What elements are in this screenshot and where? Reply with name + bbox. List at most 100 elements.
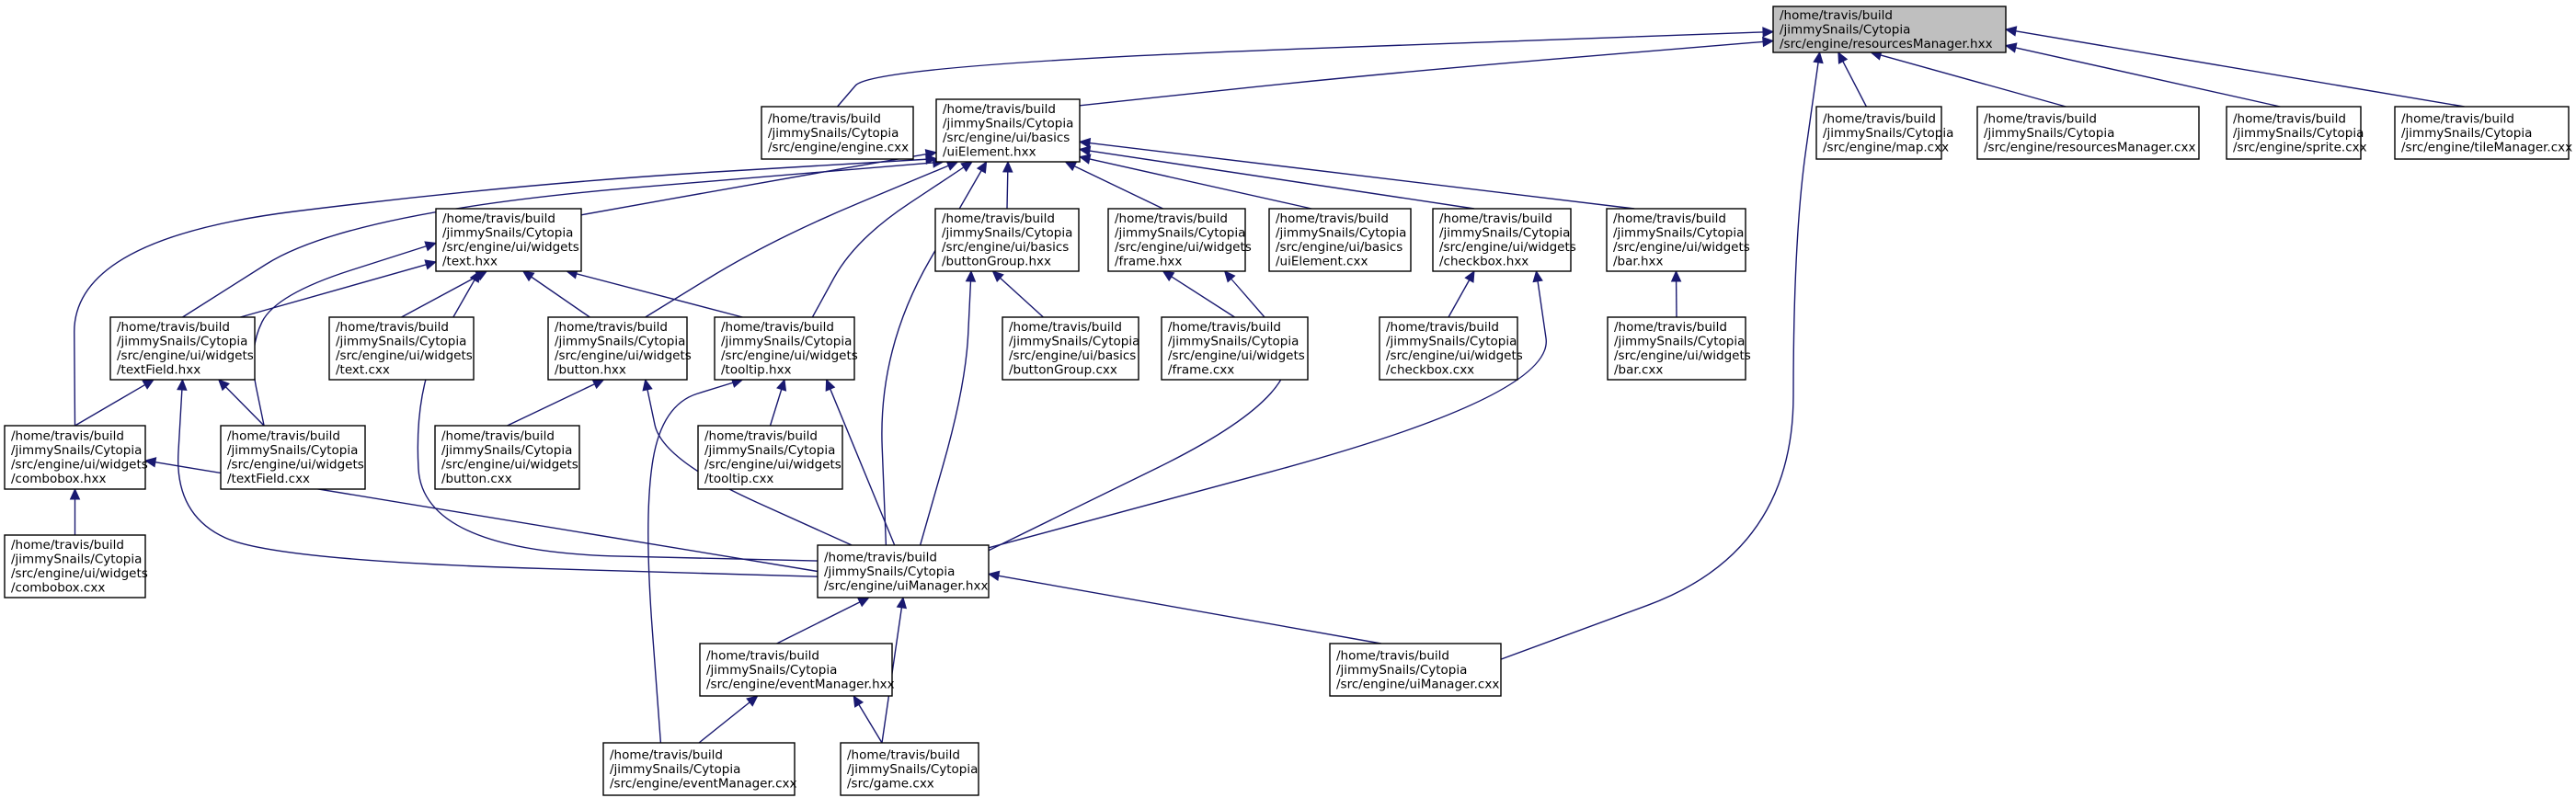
node-label-line: /home/travis/build <box>336 320 449 335</box>
node-label-line: /home/travis/build <box>117 320 230 335</box>
node-uielement-cxx[interactable]: /home/travis/build/jimmySnails/Cytopia/s… <box>1268 208 1412 272</box>
node-text-cxx[interactable]: /home/travis/build/jimmySnails/Cytopia/s… <box>328 316 475 381</box>
arrowhead <box>177 378 188 391</box>
node-resmgr-hxx[interactable]: /home/travis/build/jimmySnails/Cytopia/s… <box>1772 6 2007 53</box>
node-textfield-hxx[interactable]: /home/travis/build/jimmySnails/Cytopia/s… <box>109 316 256 381</box>
edge-combobox_hxx-to-uielement_hxx <box>74 154 938 427</box>
node-tooltip-hxx[interactable]: /home/travis/build/jimmySnails/Cytopia/s… <box>714 316 858 381</box>
node-box <box>1432 208 1572 272</box>
node-label-line: /src/engine/sprite.cxx <box>2233 140 2367 154</box>
node-uimgr-hxx[interactable]: /home/travis/build/jimmySnails/Cytopia/s… <box>817 544 990 598</box>
edge-button_hxx-to-text_hxx <box>521 270 590 318</box>
edge-line <box>580 153 927 216</box>
node-textfield-cxx[interactable]: /home/travis/build/jimmySnails/Cytopia/s… <box>220 425 366 490</box>
edge-line <box>252 245 427 427</box>
node-label-line: /textField.cxx <box>227 472 310 486</box>
node-label-line: /jimmySnails/Cytopia <box>824 564 955 579</box>
node-engine-cxx[interactable]: /home/travis/build/jimmySnails/Cytopia/s… <box>761 106 914 160</box>
node-map-cxx[interactable]: /home/travis/build/jimmySnails/Cytopia/s… <box>1815 106 1953 160</box>
node-box <box>699 643 893 697</box>
node-box <box>1607 316 1746 381</box>
node-button-hxx[interactable]: /home/travis/build/jimmySnails/Cytopia/s… <box>547 316 692 381</box>
node-label-line: /text.cxx <box>336 363 390 378</box>
edge-button_cxx-to-button_hxx <box>507 379 605 427</box>
node-sprite-cxx[interactable]: /home/travis/build/jimmySnails/Cytopia/s… <box>2226 106 2367 160</box>
node-box <box>1379 316 1518 381</box>
node-buttongroup-hxx[interactable]: /home/travis/build/jimmySnails/Cytopia/s… <box>934 208 1080 272</box>
node-box <box>2226 106 2362 160</box>
edge-uielement_cxx-to-uielement_hxx <box>1078 154 1312 210</box>
edge-uimgr_hxx-to-button_hxx <box>642 378 853 546</box>
node-resmgr-cxx[interactable]: /home/travis/build/jimmySnails/Cytopia/s… <box>1976 106 2200 160</box>
arrowhead <box>825 378 836 392</box>
node-label-line: /jimmySnails/Cytopia <box>1115 226 1245 241</box>
node-label-line: /jimmySnails/Cytopia <box>442 226 573 241</box>
node-box <box>1606 208 1746 272</box>
node-label-line: /home/travis/build <box>442 211 555 226</box>
node-label-line: /jimmySnails/Cytopia <box>227 443 358 458</box>
node-label-line: /jimmySnails/Cytopia <box>2233 126 2364 141</box>
node-box <box>1976 106 2200 160</box>
arrowhead <box>976 160 988 174</box>
node-label-line: /src/engine/tileManager.cxx <box>2401 140 2572 154</box>
edge-line <box>1079 40 1764 107</box>
arrowhead <box>987 570 1001 582</box>
arrowhead <box>591 379 605 390</box>
node-uimgr-cxx[interactable]: /home/travis/build/jimmySnails/Cytopia/s… <box>1329 643 1502 697</box>
node-label-line: /buttonGroup.cxx <box>1009 363 1117 378</box>
node-buttongroup-cxx[interactable]: /home/travis/build/jimmySnails/Cytopia/s… <box>1002 316 1139 381</box>
node-checkbox-hxx[interactable]: /home/travis/build/jimmySnails/Cytopia/s… <box>1432 208 1576 272</box>
node-tooltip-cxx[interactable]: /home/travis/build/jimmySnails/Cytopia/s… <box>697 425 843 490</box>
edge-textfield_cxx-to-textfield_hxx <box>217 379 265 427</box>
node-frame-hxx[interactable]: /home/travis/build/jimmySnails/Cytopia/s… <box>1107 208 1252 272</box>
edge-line <box>881 170 982 546</box>
node-label-line: /jimmySnails/Cytopia <box>555 335 685 349</box>
edge-engine_cxx-to-resmgr_hxx <box>836 27 1775 108</box>
node-bar-hxx[interactable]: /home/travis/build/jimmySnails/Cytopia/s… <box>1606 208 1750 272</box>
node-box <box>934 208 1080 272</box>
edge-bar_hxx-to-uielement_hxx <box>1078 137 1635 210</box>
node-combobox-hxx[interactable]: /home/travis/build/jimmySnails/Cytopia/s… <box>4 425 148 490</box>
node-game-cxx[interactable]: /home/travis/build/jimmySnails/Cytopia/s… <box>840 742 979 796</box>
edge-line <box>1074 165 1163 210</box>
node-bar-cxx[interactable]: /home/travis/build/jimmySnails/Cytopia/s… <box>1607 316 1751 381</box>
node-eventmgr-cxx[interactable]: /home/travis/build/jimmySnails/Cytopia/s… <box>602 742 796 796</box>
node-box <box>817 544 990 598</box>
node-box <box>1268 208 1412 272</box>
edge-line <box>1448 279 1471 318</box>
node-box <box>935 98 1081 163</box>
arrowhead <box>469 269 480 283</box>
edge-line <box>74 383 145 427</box>
node-label-line: /home/travis/build <box>1009 320 1122 335</box>
node-label-line: /home/travis/build <box>943 102 1056 117</box>
node-label-line: /combobox.cxx <box>11 581 105 596</box>
node-label-line: /home/travis/build <box>2401 111 2514 126</box>
node-checkbox-cxx[interactable]: /home/travis/build/jimmySnails/Cytopia/s… <box>1379 316 1523 381</box>
node-label-line: /src/engine/ui/widgets <box>11 458 148 473</box>
node-box <box>1329 643 1502 697</box>
node-label-line: /home/travis/build <box>1984 111 2097 126</box>
node-button-cxx[interactable]: /home/travis/build/jimmySnails/Cytopia/s… <box>434 425 580 490</box>
edge-uimgr_hxx-to-buttongroup_hxx <box>919 269 977 546</box>
node-box <box>434 425 580 490</box>
edge-checkbox_cxx-to-checkbox_hxx <box>1448 269 1475 318</box>
node-uielement-hxx[interactable]: /home/travis/build/jimmySnails/Cytopia/s… <box>935 98 1081 163</box>
node-label-line: /src/engine/ui/basics <box>942 240 1069 255</box>
edge-line <box>998 575 1381 644</box>
node-combobox-cxx[interactable]: /home/travis/build/jimmySnails/Cytopia/s… <box>4 534 148 598</box>
edge-eventmgr_cxx-to-eventmgr_hxx <box>698 695 759 744</box>
node-box <box>547 316 688 381</box>
node-text-hxx[interactable]: /home/travis/build/jimmySnails/Cytopia/s… <box>435 208 582 272</box>
edge-line <box>177 389 819 577</box>
node-label-line: /jimmySnails/Cytopia <box>1439 226 1570 241</box>
arrowhead <box>1078 145 1092 156</box>
edge-line <box>182 162 933 318</box>
edge-uimgr_hxx-to-tooltip_hxx <box>825 378 896 546</box>
node-frame-cxx[interactable]: /home/travis/build/jimmySnails/Cytopia/s… <box>1161 316 1309 381</box>
node-tilemgr-cxx[interactable]: /home/travis/build/jimmySnails/Cytopia/s… <box>2394 106 2572 160</box>
node-eventmgr-hxx[interactable]: /home/travis/build/jimmySnails/Cytopia/s… <box>699 643 895 697</box>
node-box <box>840 742 979 796</box>
edge-frame_hxx-to-uielement_hxx <box>1064 161 1163 210</box>
node-label-line: /home/travis/build <box>1613 211 1726 226</box>
node-label-line: /home/travis/build <box>1336 648 1449 663</box>
